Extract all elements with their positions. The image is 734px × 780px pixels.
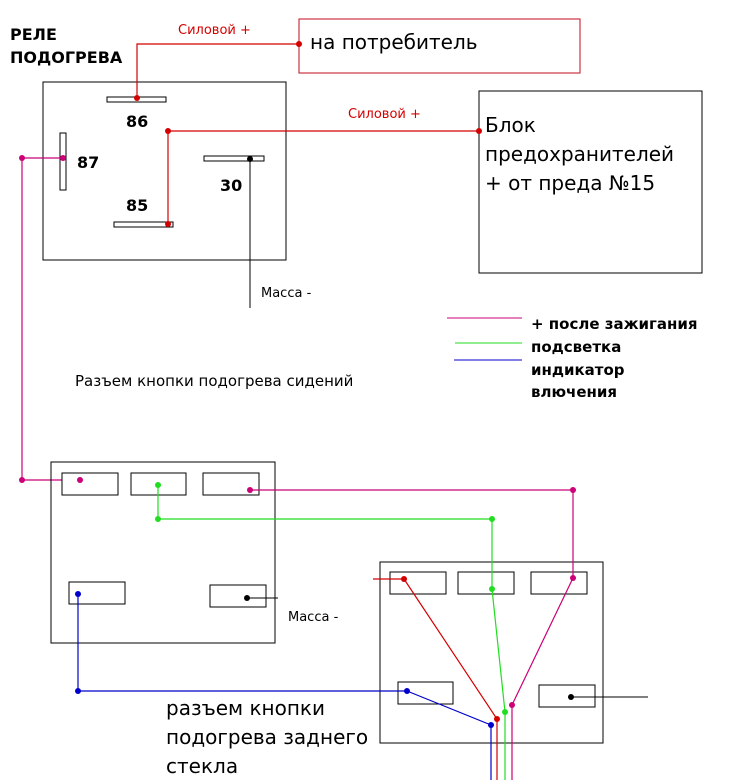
wire-node xyxy=(247,487,253,493)
wire-node xyxy=(488,722,494,728)
seat-slot-ignition xyxy=(61,472,119,496)
wire-node xyxy=(509,702,515,708)
power-wire-rear-down xyxy=(403,578,498,780)
wire-node xyxy=(75,591,81,597)
rear-label-line3: стекла xyxy=(166,754,238,778)
relay-pin-85-terminal xyxy=(113,221,174,228)
rear-label-line1: разъем кнопки xyxy=(166,696,325,720)
ignition-wire-down xyxy=(511,577,574,780)
wire-node xyxy=(502,709,508,715)
power-wire-86 xyxy=(136,43,299,98)
fuse-box-line1: Блок xyxy=(485,113,536,137)
fuse-box-line2: предохранителей xyxy=(485,142,674,166)
relay-pin-87-terminal xyxy=(59,132,67,191)
relay-pin-87-label: 87 xyxy=(77,153,99,172)
seat-slot-ground xyxy=(209,584,267,608)
rear-slot-indicator xyxy=(397,681,454,705)
wire-node xyxy=(568,694,574,700)
wire-node xyxy=(77,477,83,483)
seat-slot-ignition-out xyxy=(202,472,260,496)
wire-node xyxy=(155,516,161,522)
backlight-wire-down xyxy=(491,588,506,780)
rear-slot-backlight xyxy=(457,571,515,595)
wire-node xyxy=(19,477,25,483)
relay-pin-30-terminal xyxy=(203,155,265,162)
seat-slot-indicator xyxy=(68,581,126,605)
wire-node xyxy=(134,95,140,101)
wire-node xyxy=(476,128,482,134)
wire-node xyxy=(165,221,171,227)
wire-node xyxy=(75,688,81,694)
seat-button-connector xyxy=(50,461,276,644)
power-label-consumer: Силовой + xyxy=(178,23,251,38)
rear-slot-power xyxy=(389,571,447,595)
wire-node xyxy=(165,128,171,134)
relay-pin-86-label: 86 xyxy=(126,112,148,131)
wire-node xyxy=(244,595,250,601)
legend-ignition: + после зажигания xyxy=(531,315,697,333)
rear-slot-ignition xyxy=(530,571,588,595)
wire-node xyxy=(296,41,302,47)
relay-pin-30-label: 30 xyxy=(220,176,242,195)
rear-slot-ground xyxy=(538,684,596,708)
seat-connector-label: Разъем кнопки подогрева сидений xyxy=(75,372,353,390)
wire-node xyxy=(19,155,25,161)
consumer-label: на потребитель xyxy=(310,30,478,54)
ignition-wire-rear xyxy=(250,489,574,578)
legend-indicator-line1: индикатор xyxy=(531,361,625,379)
fuse-box xyxy=(478,90,703,274)
rear-label-line2: подогрева заднего xyxy=(166,725,368,749)
fuse-box-line3: + от преда №15 xyxy=(485,171,655,195)
wire-node xyxy=(489,516,495,522)
legend-backlight: подсветка xyxy=(531,338,621,356)
relay-body xyxy=(42,81,287,261)
ground-label-seat: Масса - xyxy=(288,610,339,625)
ground-label-relay: Масса - xyxy=(261,286,312,301)
relay-title-line2: ПОДОГРЕВА xyxy=(10,48,123,67)
legend-indicator-line2: влючения xyxy=(531,383,617,401)
wire-node xyxy=(401,576,407,582)
wire-node xyxy=(494,716,500,722)
power-label-fuse: Силовой + xyxy=(348,107,421,122)
power-wire-85 xyxy=(167,130,479,224)
wire-node xyxy=(155,482,161,488)
wire-node xyxy=(570,487,576,493)
wire-node xyxy=(247,156,253,162)
wire-node xyxy=(60,155,66,161)
relay-pin-85-label: 85 xyxy=(126,196,148,215)
ignition-wire-87 xyxy=(21,157,80,481)
backlight-wire xyxy=(157,485,493,589)
relay-title-line1: РЕЛЕ xyxy=(10,25,57,44)
